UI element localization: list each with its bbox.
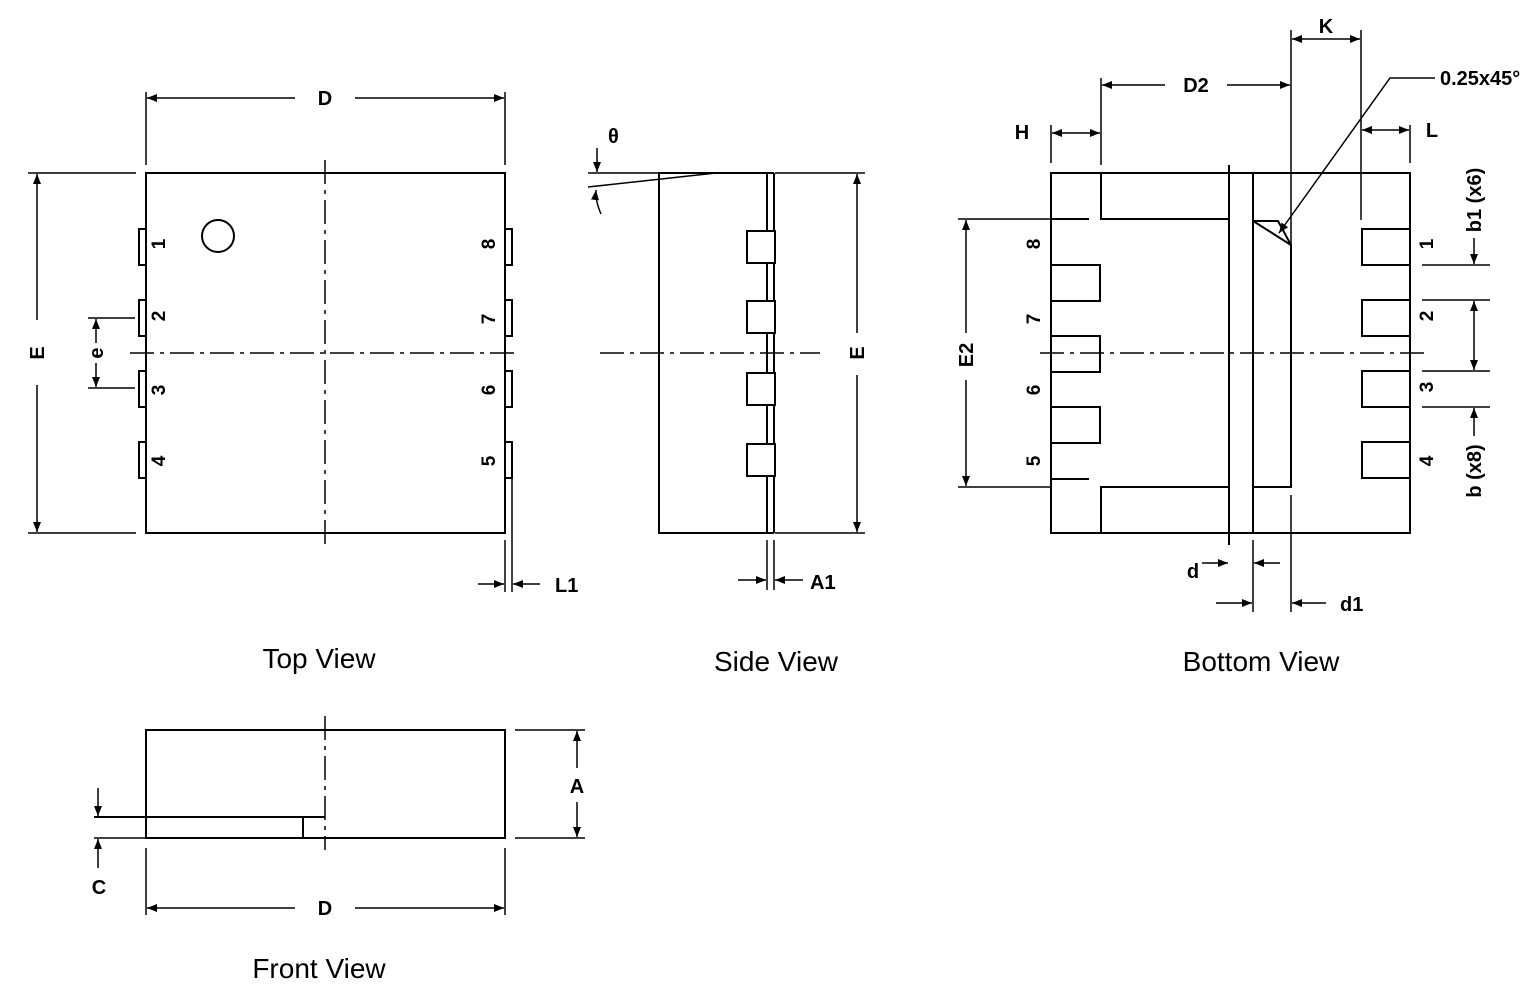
top-pin-label-8: 8 (479, 239, 500, 250)
top-pin-4 (138, 441, 147, 479)
bottom-pin-label-1: 1 (1417, 238, 1438, 249)
bottom-pin-label-7: 7 (1024, 314, 1045, 325)
bottom-view: 8 7 6 5 1 2 3 4 K D2 0.25x45° H L b1 (x6… (956, 16, 1520, 677)
side-pad-1 (746, 230, 776, 264)
bottom-pin-label-4: 4 (1417, 455, 1438, 466)
dim-theta-label: θ (608, 126, 619, 148)
dim-chamfer-label: 0.25x45° (1440, 68, 1520, 90)
top-pin-2 (138, 299, 147, 337)
top-view-title: Top View (262, 643, 376, 674)
top-pin-8 (504, 228, 513, 266)
dim-k-label: K (1319, 16, 1334, 38)
dim-d-small-label: d (1187, 561, 1199, 583)
side-view-title: Side View (714, 646, 839, 677)
bottom-pin-label-3: 3 (1417, 382, 1438, 393)
pin1-marker-circle (201, 219, 235, 253)
bottom-pad-1 (1361, 228, 1411, 266)
bottom-pad-2 (1361, 299, 1411, 337)
top-pin-7 (504, 299, 513, 337)
top-pin-3 (138, 370, 147, 408)
chamfer-leader (1278, 77, 1435, 234)
top-pin-5 (504, 441, 513, 479)
top-pin-label-3: 3 (149, 385, 170, 396)
front-view-title: Front View (252, 953, 386, 984)
dim-l1-label: L1 (555, 575, 578, 597)
side-pad-2 (746, 300, 776, 334)
theta-angle-line (587, 172, 717, 188)
theta-arrow-bottom (591, 189, 602, 215)
top-pin-label-5: 5 (479, 455, 500, 466)
top-view: 1 2 3 4 8 7 6 5 D E e L1 Top View (27, 88, 578, 674)
dim-d1-label: d1 (1340, 594, 1363, 616)
dim-a1-label: A1 (810, 572, 836, 594)
bottom-view-title: Bottom View (1183, 646, 1340, 677)
dim-b-label: b (x8) (1464, 444, 1486, 497)
bottom-pin-label-5: 5 (1024, 455, 1045, 466)
bottom-pad-5 (1050, 406, 1101, 444)
dim-a-label: A (570, 776, 584, 798)
dim-e-label: E (27, 346, 49, 359)
thermal-pad-left-outline (1051, 173, 1229, 533)
dim-l-label: L (1426, 120, 1438, 142)
top-pin-6 (504, 370, 513, 408)
top-pin-1 (138, 228, 147, 266)
bottom-pin-label-6: 6 (1024, 385, 1045, 396)
bottom-pin-label-2: 2 (1417, 311, 1438, 322)
dim-d2-label: D2 (1183, 75, 1209, 97)
dim-c-label: C (92, 877, 106, 899)
bottom-pin-label-8: 8 (1024, 239, 1045, 250)
dim-h-label: H (1015, 122, 1029, 144)
top-pin-label-6: 6 (479, 385, 500, 396)
front-view: C A D Front View (92, 716, 585, 984)
side-view: θ E A1 Side View (587, 126, 869, 677)
top-pin-label-2: 2 (149, 311, 170, 322)
dim-d-label: D (318, 88, 332, 110)
front-dim-d-label: D (318, 898, 332, 920)
dim-e2-label: E2 (956, 343, 978, 367)
dim-pitch-label: e (86, 347, 108, 358)
top-pin-label-1: 1 (149, 238, 170, 249)
bottom-pad-3 (1361, 370, 1411, 408)
bottom-pad-4 (1361, 441, 1411, 479)
top-pin-label-7: 7 (479, 314, 500, 325)
side-pad-3 (746, 372, 776, 406)
side-pad-4 (746, 443, 776, 477)
side-dim-e-label: E (847, 346, 869, 359)
top-pin-label-4: 4 (149, 455, 170, 466)
bottom-pad-6 (1050, 335, 1101, 373)
bottom-pad-7 (1050, 264, 1101, 302)
dim-b1-label: b1 (x6) (1464, 168, 1486, 232)
